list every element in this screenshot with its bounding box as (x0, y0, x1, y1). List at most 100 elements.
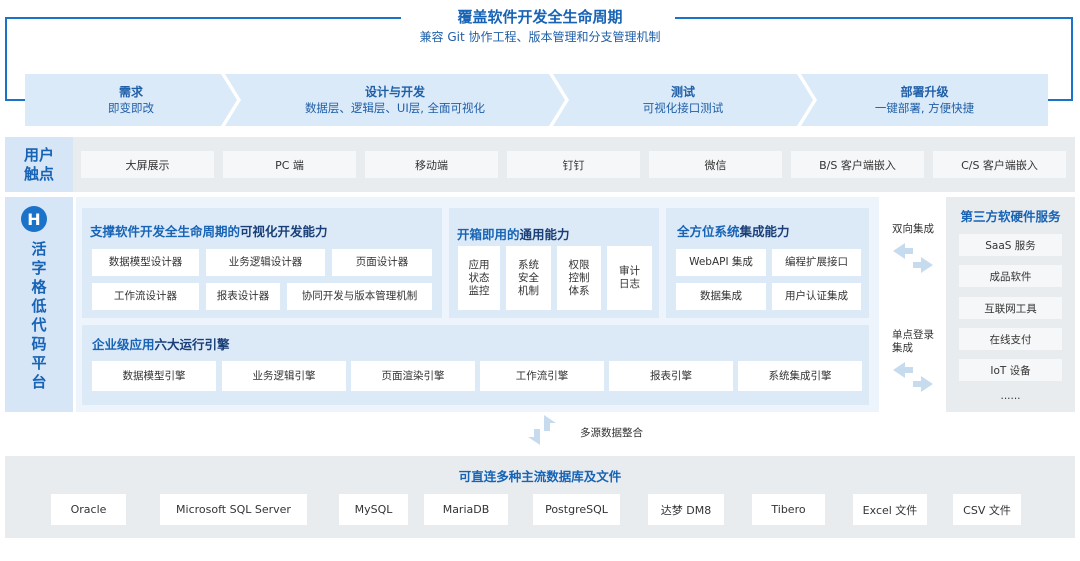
general-capabilities-title: 开箱即用的通用能力 (457, 224, 570, 243)
engine-report: 报表引擎 (609, 361, 733, 391)
user-auth-integration: 用户认证集成 (772, 283, 861, 310)
third-party-online-payment: 在线支付 (959, 328, 1062, 350)
designer-business-logic: 业务逻辑设计器 (206, 249, 325, 276)
webapi-integration: WebAPI 集成 (676, 249, 766, 276)
designer-report: 报表设计器 (206, 283, 280, 310)
db-excel-file: Excel 文件 (853, 494, 927, 525)
phase-title: 设计与开发 (364, 85, 425, 99)
visual-dev-title-emph: 可视化开发能力 (240, 224, 328, 239)
engines-title-prefix: 企业级应用 (92, 337, 155, 352)
lifecycle-frame-line (5, 17, 401, 19)
touchpoints-label-line: 触点 (23, 164, 54, 183)
engine-business-logic: 业务逻辑引擎 (222, 361, 346, 391)
touchpoint-bs-embed: B/S 客户端嵌入 (791, 151, 924, 178)
third-party-internet-tools: 互联网工具 (959, 297, 1062, 319)
touchpoint-cs-embed: C/S 客户端嵌入 (933, 151, 1066, 178)
platform-logo-icon: H (21, 206, 47, 232)
lifecycle-frame-line (5, 99, 25, 101)
integration-title-emph: 集成能力 (739, 224, 790, 239)
general-title-emph: 通用能力 (519, 227, 570, 242)
platform-name-char: 平 (31, 354, 47, 372)
touchpoint-wechat: 微信 (649, 151, 782, 178)
phase-title: 需求 (118, 85, 143, 99)
engines-title-emph: 六大运行引擎 (154, 337, 230, 352)
visual-dev-title-prefix: 支撑软件开发全生命周期的 (90, 224, 241, 239)
platform-name-char: 码 (31, 335, 47, 353)
platform-name-char: 格 (31, 278, 47, 296)
cell-line: 状态 (468, 271, 490, 284)
databases-title: 可直连多种主流数据库及文件 (458, 469, 622, 484)
integration-title-prefix: 全方位系统 (677, 224, 740, 239)
db-csv-file: CSV 文件 (953, 494, 1021, 525)
touchpoints-label: 用户 触点 (5, 137, 73, 192)
db-postgresql: PostgreSQL (533, 494, 620, 525)
lifecycle-title: 覆盖软件开发全生命周期 (457, 8, 623, 26)
data-flow-arrows-icon (528, 415, 556, 445)
designer-data-model: 数据模型设计器 (92, 249, 199, 276)
sso-label-line: 集成 (892, 342, 913, 354)
phase-title: 部署升级 (900, 85, 949, 99)
platform-name-char: 字 (31, 259, 47, 277)
platform-name-char: 台 (31, 373, 47, 391)
phase-desc: 数据层、逻辑层、UI层, 全面可视化 (304, 101, 486, 115)
general-title-prefix: 开箱即用的 (457, 227, 520, 242)
db-dameng: 达梦 DM8 (648, 494, 724, 525)
multi-source-data-label: 多源数据整合 (580, 427, 643, 439)
phase-requirements: 需求 即变即改 (25, 74, 237, 126)
phase-desc: 即变即改 (108, 101, 154, 115)
engines-title: 企业级应用六大运行引擎 (92, 334, 230, 353)
platform-label (5, 197, 73, 412)
cell-line: 权限 (568, 258, 590, 271)
phase-design-dev: 设计与开发 数据层、逻辑层、UI层, 全面可视化 (225, 74, 565, 126)
visual-dev-title: 支撑软件开发全生命周期的可视化开发能力 (90, 221, 328, 240)
lifecycle-frame-line (1071, 17, 1073, 101)
swap-arrows-icon (893, 362, 933, 392)
programming-extension: 编程扩展接口 (772, 249, 861, 276)
sso-label-line: 单点登录 (892, 329, 934, 341)
platform-name-char: 活 (31, 240, 47, 258)
swap-arrows-icon (893, 243, 933, 273)
cell-line: 应用 (468, 258, 490, 271)
third-party-iot: IoT 设备 (959, 359, 1062, 381)
db-mysql: MySQL (339, 494, 408, 525)
engine-data-model: 数据模型引擎 (92, 361, 216, 391)
lifecycle-subtitle: 兼容 Git 协作工程、版本管理和分支管理机制 (419, 30, 661, 44)
cell-line: 审计 (619, 265, 640, 277)
phase-title: 测试 (670, 85, 695, 99)
system-security: 系统 安全 机制 (506, 246, 551, 310)
cell-line: 日志 (619, 278, 640, 290)
touchpoints-label-line: 用户 (23, 145, 54, 164)
cell-line: 机制 (518, 284, 539, 297)
touchpoint-pc: PC 端 (223, 151, 356, 178)
bidirectional-integration-label: 双向集成 (892, 223, 934, 235)
db-oracle: Oracle (51, 494, 126, 525)
sso-integration-label: 单点登录 集成 (892, 329, 934, 355)
audit-log: 审计 日志 (607, 246, 652, 310)
integration-title: 全方位系统集成能力 (677, 221, 790, 240)
engine-system-integration: 系统集成引擎 (738, 361, 862, 391)
touchpoint-big-screen: 大屏展示 (81, 151, 214, 178)
designer-page: 页面设计器 (332, 249, 432, 276)
engine-page-render: 页面渲染引擎 (351, 361, 475, 391)
permission-control: 权限 控制 体系 (557, 246, 601, 310)
phase-deploy: 部署升级 一键部署, 方便快捷 (801, 74, 1048, 126)
third-party-title: 第三方软硬件服务 (960, 209, 1061, 224)
db-tibero: Tibero (752, 494, 825, 525)
phase-desc: 一键部署, 方便快捷 (874, 101, 975, 115)
touchpoint-mobile: 移动端 (365, 151, 498, 178)
third-party-packaged-software: 成品软件 (959, 265, 1062, 287)
designer-workflow: 工作流设计器 (92, 283, 199, 310)
data-integration: 数据集成 (676, 283, 766, 310)
touchpoint-dingtalk: 钉钉 (507, 151, 640, 178)
cell-line: 安全 (518, 271, 539, 284)
platform-name-char: 低 (31, 297, 47, 315)
app-status-monitor: 应用 状态 监控 (458, 246, 500, 310)
collab-version-control: 协同开发与版本管理机制 (287, 283, 432, 310)
platform-name: 活 字 格 低 代 码 平 台 (5, 240, 73, 392)
db-mariadb: MariaDB (424, 494, 508, 525)
third-party-more: ...... (1000, 390, 1021, 402)
cell-line: 监控 (468, 284, 490, 297)
phase-desc: 可视化接口测试 (642, 101, 724, 115)
engine-workflow: 工作流引擎 (480, 361, 604, 391)
lifecycle-frame-line (5, 17, 7, 101)
